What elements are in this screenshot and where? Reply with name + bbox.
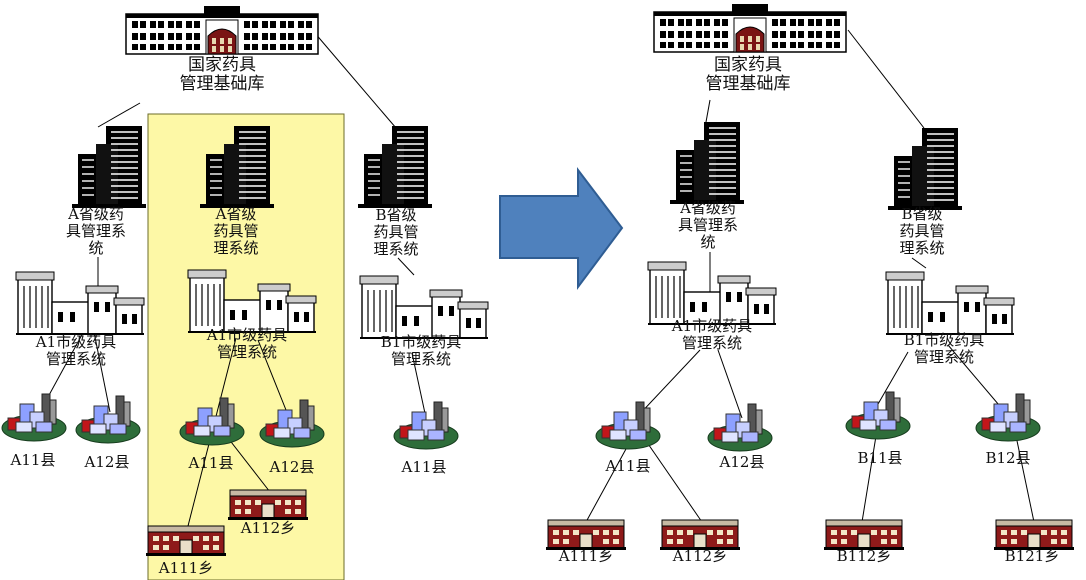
right-town-b121-label: B121乡 (1004, 547, 1060, 565)
right-county-b11-label: B11县 (857, 449, 903, 467)
right-city-a1-label: A1市级药具 管理系统 (671, 317, 753, 352)
national-library-building-icon (125, 5, 319, 55)
right-county-a11-label: A11县 (605, 457, 651, 475)
left-province-a-label: A省级药 具管理系 统 (65, 205, 127, 257)
right-province-a-building-icon (669, 121, 745, 205)
right-town-b112-label: B112乡 (836, 547, 892, 565)
left-county-a12-highlight-label: A12县 (269, 458, 315, 476)
right-city-b1-building-icon (885, 271, 1015, 335)
right-county-a12-label: A12县 (719, 453, 765, 471)
right-province-a-label: A省级药 具管理系 统 (677, 199, 739, 251)
left-county-a11-label: A11县 (10, 451, 56, 469)
city-b1-building-icon (359, 275, 489, 339)
province-a-building-icon (71, 125, 147, 209)
left-city-a1-highlight-label: A1市级药具 管理系统 (206, 326, 288, 361)
transition-arrow (499, 167, 624, 291)
left-county-a11-highlight-label: A11县 (188, 454, 234, 472)
left-city-a1-label: A1市级药具 管理系统 (35, 333, 117, 368)
left-city-b1-label: B1市级药具 管理系统 (380, 333, 462, 368)
left-national-label: 国家药具 管理基础库 (179, 55, 265, 94)
right-county-b12-label: B12县 (985, 449, 1031, 467)
county-a11-icon (1, 393, 67, 442)
right-national-library-building-icon (653, 3, 847, 53)
left-county-b-a11-label: A11县 (401, 458, 447, 476)
right-town-a112-label: A112乡 (672, 547, 728, 565)
right-province-b-building-icon (887, 127, 963, 211)
right-county-b12-icon (975, 393, 1041, 442)
left-connectors (41, 31, 427, 527)
left-province-a-highlight-label: A省级 药具管 理系统 (213, 205, 259, 257)
right-national-label: 国家药具 管理基础库 (705, 55, 791, 94)
town-a111-icon (145, 525, 227, 557)
right-town-a112-icon (659, 519, 741, 551)
right-city-a1-building-icon (647, 261, 777, 325)
right-town-b112-icon (823, 519, 905, 551)
county-b-a11-icon (393, 401, 459, 450)
left-province-b-label: B省级 药具管 理系统 (373, 206, 419, 258)
right-county-b11-icon (845, 391, 911, 440)
right-city-b1-label: B1市级药具 管理系统 (903, 331, 985, 366)
town-a112-icon (227, 489, 309, 521)
right-province-b-label: B省级 药具管 理系统 (899, 205, 945, 257)
right-town-b121-icon (993, 519, 1075, 551)
right-town-a111-label: A111乡 (558, 547, 614, 565)
left-town-a112-label: A112乡 (240, 519, 296, 537)
city-a1-building-icon (15, 271, 145, 335)
left-town-a111-label: A111乡 (158, 559, 214, 577)
right-county-a11-icon (595, 401, 661, 450)
left-county-a12-label: A12县 (84, 453, 130, 471)
right-town-a111-icon (545, 519, 627, 551)
province-b-building-icon (357, 125, 433, 209)
